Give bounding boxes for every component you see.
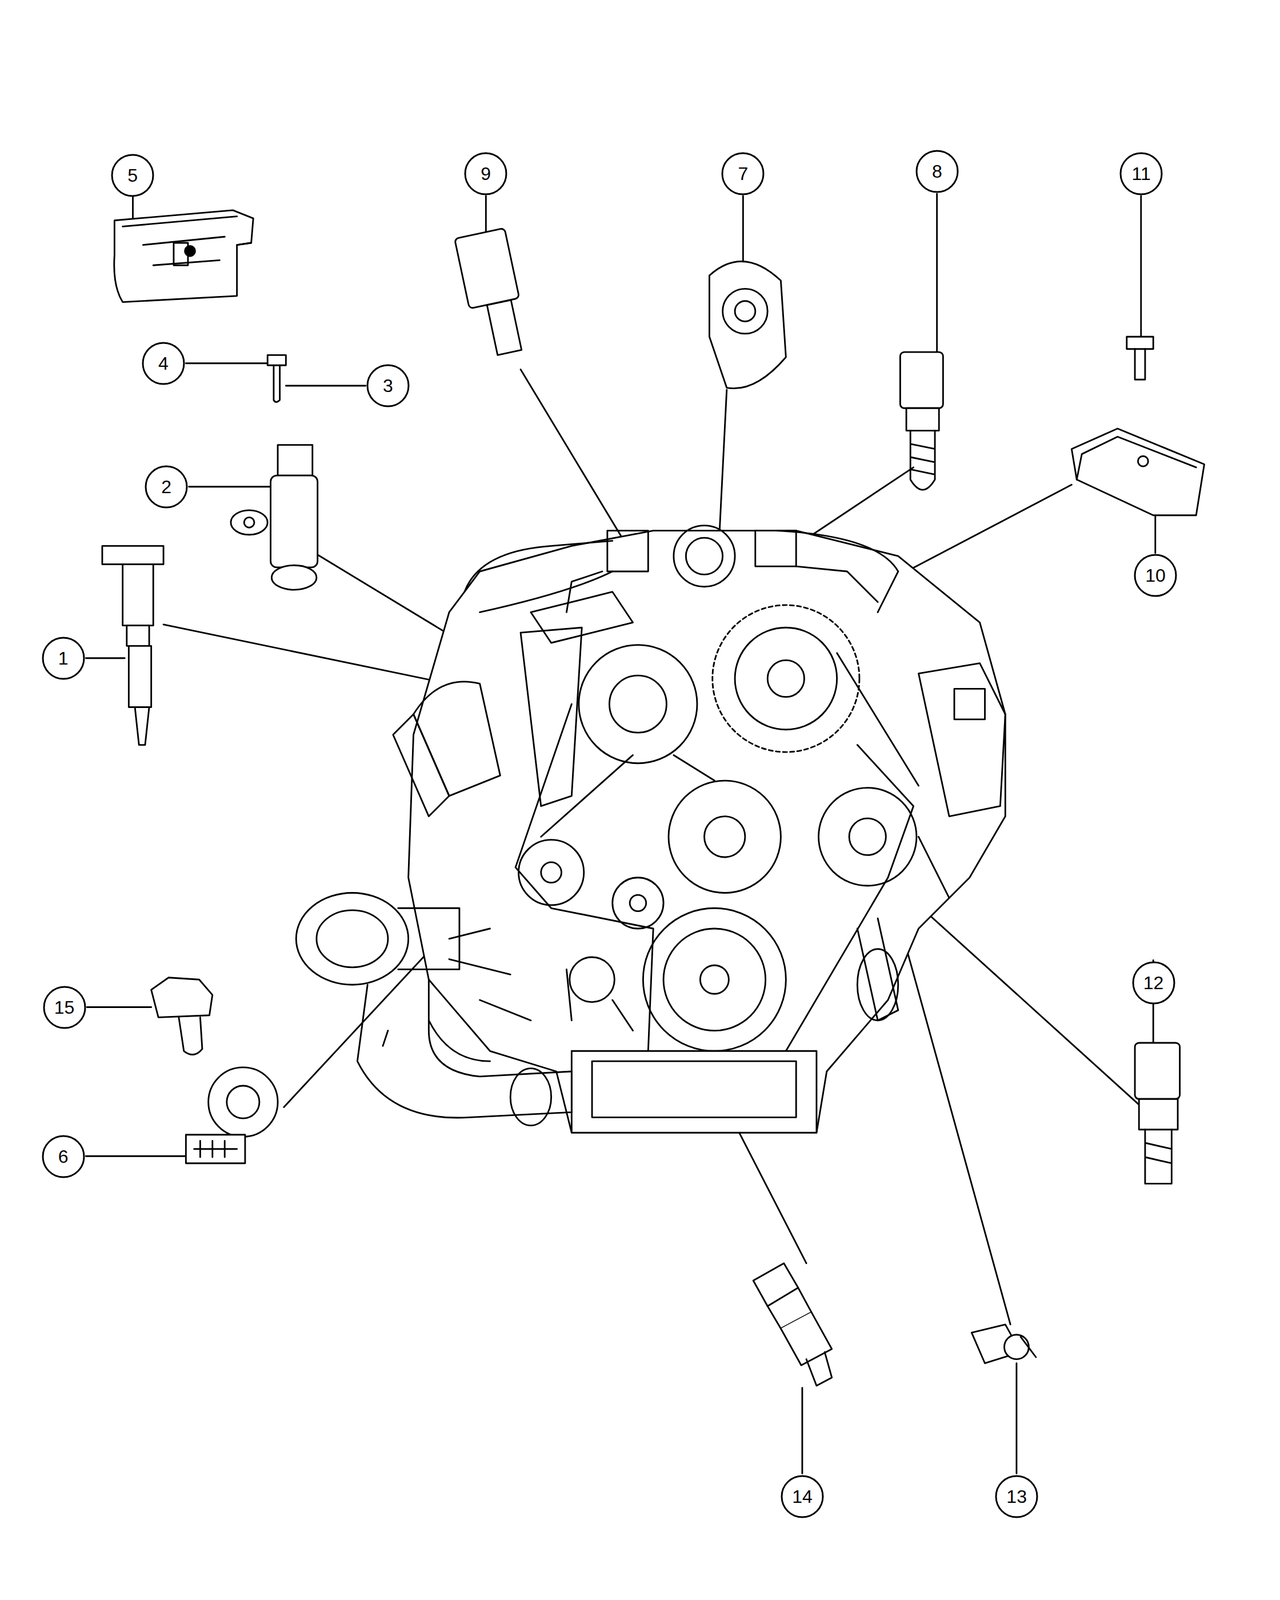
callout-number: 1 [58,649,69,668]
callout-number: 2 [161,477,172,496]
callout-number: 5 [127,166,138,185]
callout-circle: 7 [721,152,765,196]
callout-circle: 5 [110,153,155,198]
callout-circle: 4 [141,341,186,386]
callout-number: 3 [382,376,394,395]
callout-circle: 11 [1119,152,1163,196]
callout-circle: 9 [464,152,508,196]
callout-number: 6 [58,1147,69,1166]
callout-number: 12 [1143,973,1164,992]
callout-number: 13 [1006,1487,1027,1506]
callout-number: 14 [792,1487,813,1506]
callout-circle: 8 [915,149,959,194]
callout-number: 4 [158,354,169,373]
callout-circle: 6 [41,1134,86,1179]
callout-circle: 14 [780,1474,824,1519]
callout-circle: 15 [42,985,87,1030]
callout-number: 8 [932,162,943,181]
callout-circle: 3 [366,364,410,408]
callout-number: 15 [54,998,75,1017]
callout-circle: 10 [1133,553,1178,598]
callout-number: 11 [1131,164,1151,183]
callout-circle: 1 [41,636,86,680]
callout-number: 9 [480,164,491,183]
callout-number: 10 [1145,566,1166,585]
callout-number: 7 [738,164,749,183]
callout-circle: 2 [144,465,188,509]
callout-circle: 12 [1132,961,1176,1005]
callout-circle: 13 [994,1474,1039,1519]
